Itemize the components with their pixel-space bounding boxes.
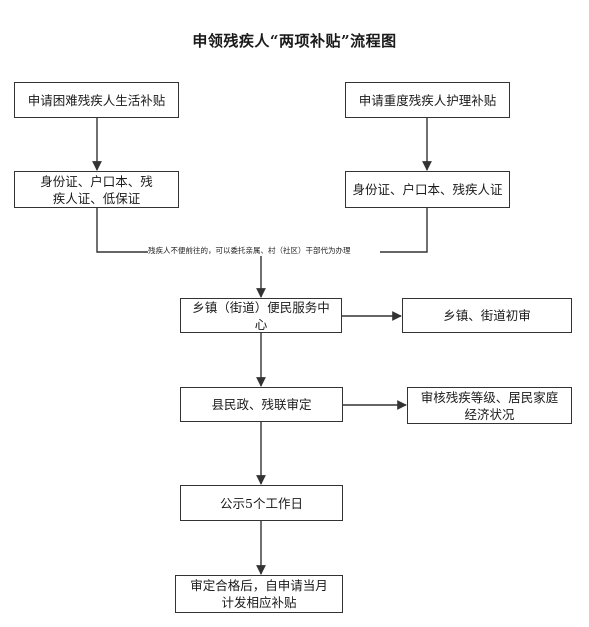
- county-review-box: 县民政、残联审定: [180, 387, 343, 422]
- apply-severe-box: 申请重度残疾人护理补贴: [345, 82, 510, 118]
- town-center-box: 乡镇（街道）便民服务中心: [180, 298, 342, 333]
- town-review-box: 乡镇、街道初审: [402, 298, 572, 333]
- publicity-box: 公示5个工作日: [180, 485, 343, 521]
- apply-hardship-box: 申请困难残疾人生活补贴: [14, 82, 179, 118]
- docs-hardship-box: 身份证、户口本、残疾人证、低保证: [14, 171, 179, 208]
- approved-box: 审定合格后，自申请当月计发相应补贴: [175, 575, 343, 613]
- delegation-note: 残疾人不便前往的，可以委托亲属、村（社区）干部代为办理: [148, 245, 380, 256]
- audit-level-box: 审核残疾等级、居民家庭经济状况: [407, 387, 572, 424]
- flowchart-title: 申领残疾人“两项补贴”流程图: [192, 32, 397, 50]
- docs-severe-box: 身份证、户口本、残疾人证: [345, 171, 510, 208]
